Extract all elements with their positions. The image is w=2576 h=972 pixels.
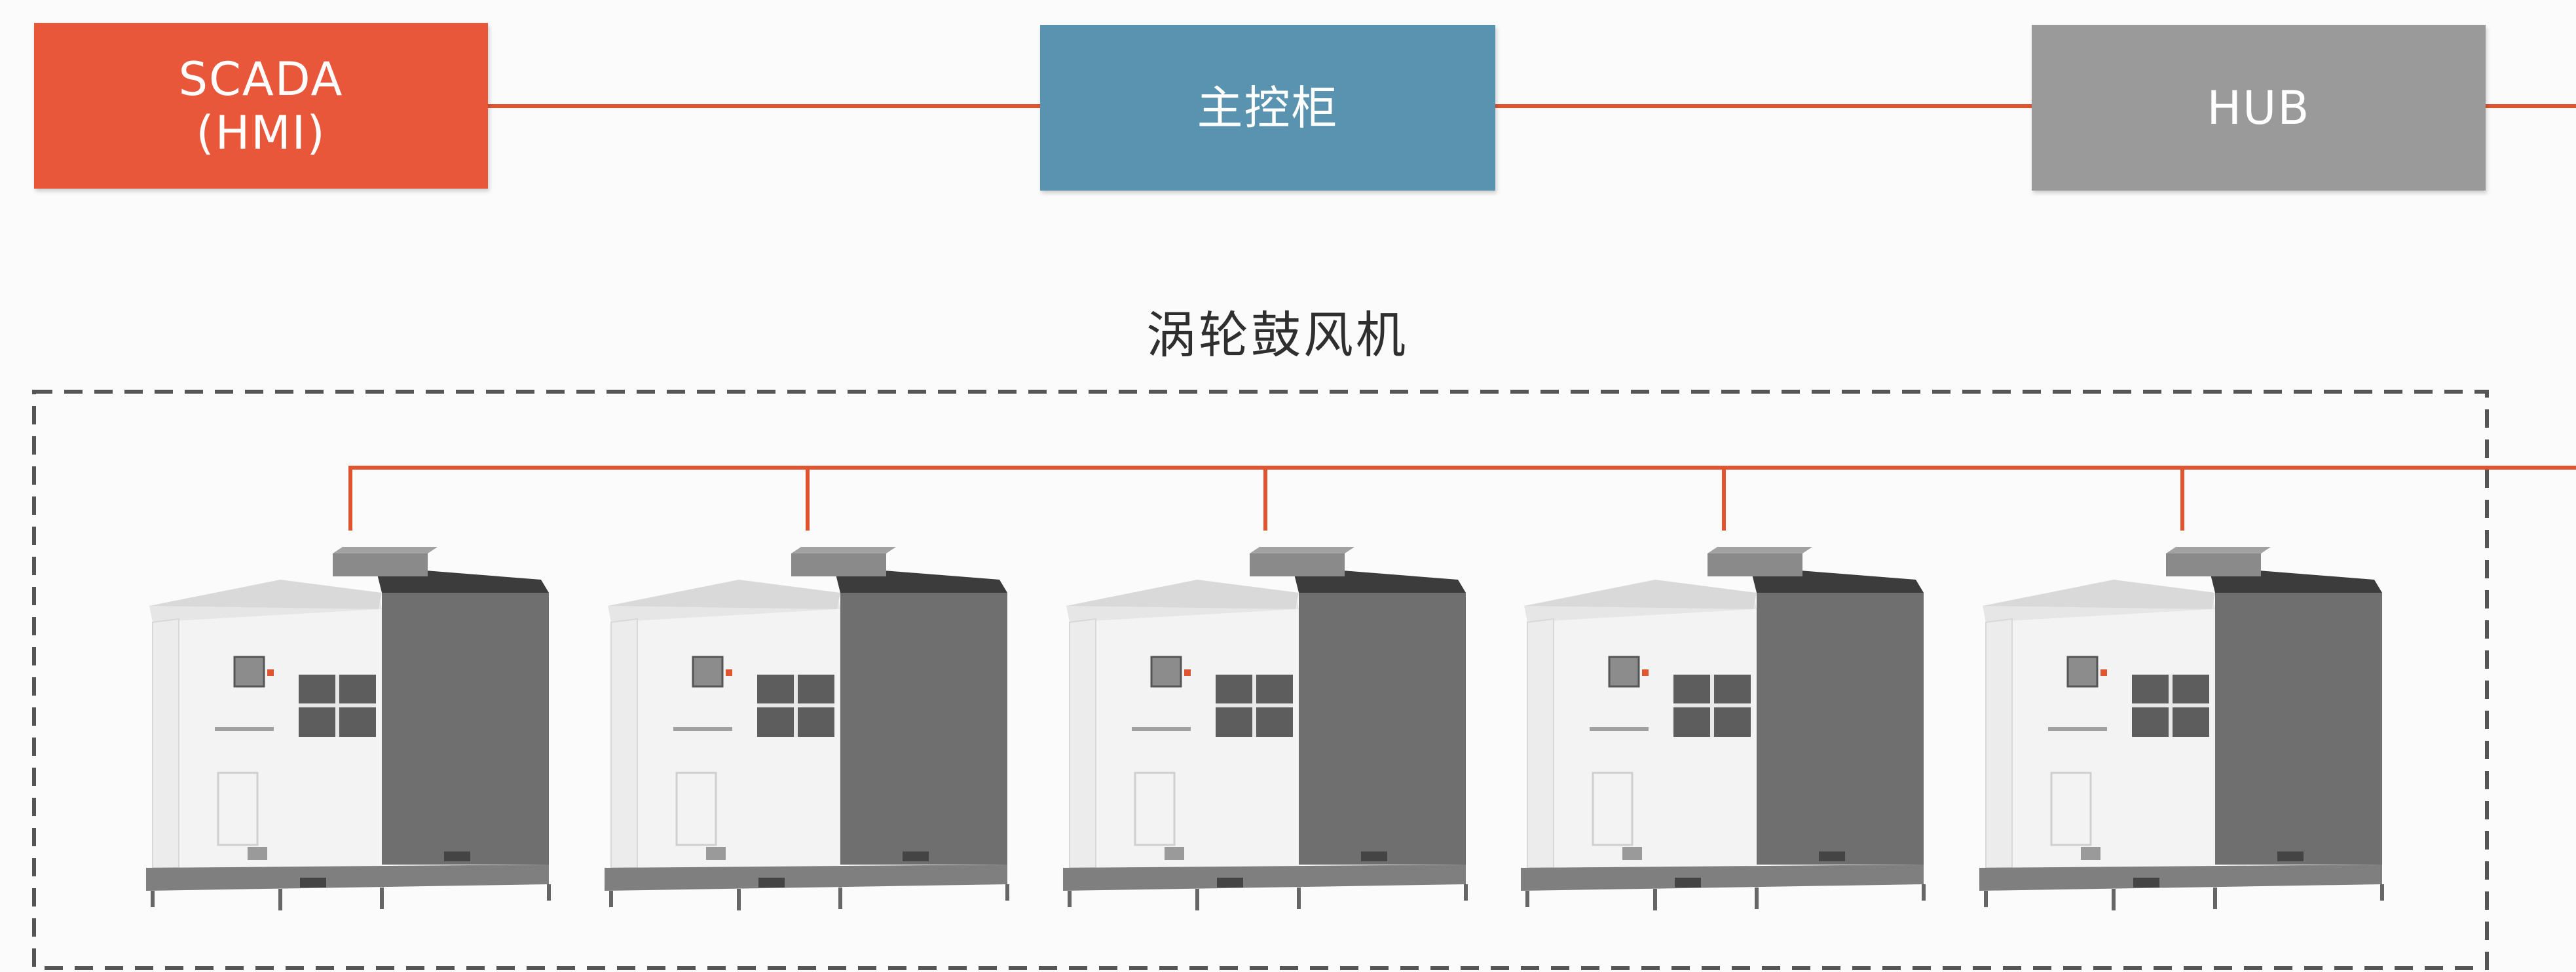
main-cabinet-label: 主控柜 bbox=[1197, 81, 1339, 135]
main-cabinet-node: 主控柜 bbox=[1040, 25, 1495, 191]
blower-units bbox=[146, 547, 2382, 910]
blower-group-border bbox=[32, 390, 2489, 970]
blower-unit-3 bbox=[1063, 547, 1466, 910]
blower-unit-5 bbox=[1979, 547, 2382, 910]
hub-label: HUB bbox=[2207, 81, 2311, 135]
scada-hmi-label: SCADA (HMI) bbox=[178, 52, 344, 160]
hub-node: HUB bbox=[2032, 25, 2486, 191]
scada-hmi-node: SCADA (HMI) bbox=[34, 23, 488, 189]
turbo-blower-group-title: 涡轮鼓风机 bbox=[1146, 306, 1408, 364]
blower-unit-2 bbox=[605, 547, 1007, 910]
blower-unit-4 bbox=[1521, 547, 1924, 910]
blower-unit-1 bbox=[146, 547, 549, 910]
blower-bus-lines bbox=[348, 466, 2576, 531]
